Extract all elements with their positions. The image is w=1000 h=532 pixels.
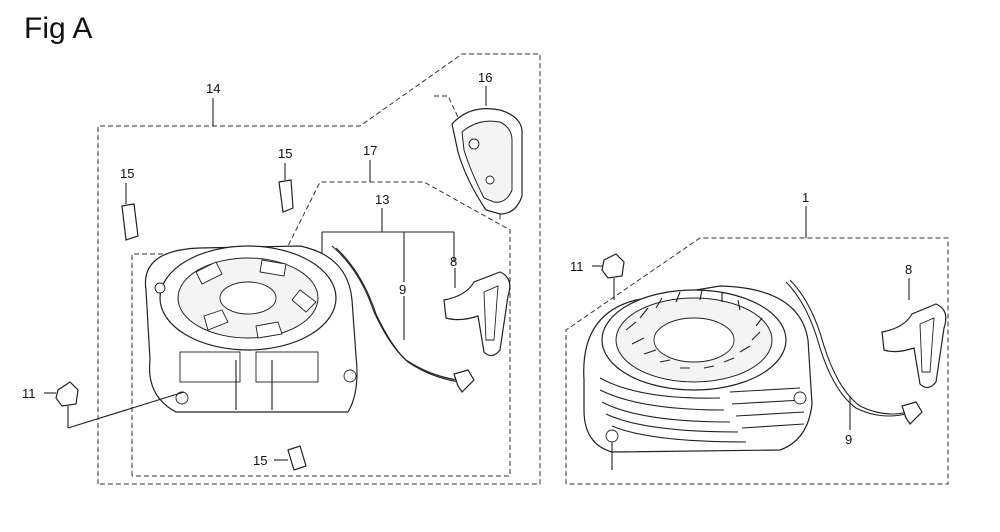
- figure-title: Fig A: [24, 12, 93, 45]
- callout-17: 17: [363, 143, 377, 158]
- callout-14: 14: [206, 81, 220, 96]
- part-8-handle-right: [881, 278, 947, 389]
- callout-9-right: 9: [845, 432, 852, 447]
- callout-11-right: 11: [570, 259, 584, 274]
- part-17-recoil-starter: [144, 245, 358, 413]
- assembly-17-frame: [131, 160, 511, 477]
- callout-15-upper: 15: [278, 146, 292, 161]
- part-1-recoil-starter-assembly: [583, 285, 813, 470]
- callout-8-right: 8: [905, 262, 912, 277]
- part-11-bolt-right: [592, 253, 625, 300]
- starter-vent-slots: [625, 289, 763, 369]
- assembly-14-frame: [97, 53, 541, 485]
- part-8-handle-left: [443, 268, 511, 357]
- callout-8-left: 8: [450, 254, 457, 269]
- callout-11-left: 11: [22, 386, 36, 401]
- part-9-rope-right: [785, 279, 923, 430]
- callout-15-bottom: 15: [253, 453, 267, 468]
- callout-15-left: 15: [120, 166, 134, 181]
- part-9-rope-left: [331, 245, 475, 393]
- part-15-clip-bottom: [274, 445, 307, 471]
- callout-1: 1: [802, 190, 809, 205]
- callout-16: 16: [478, 70, 492, 85]
- assembly-1-frame: [565, 206, 949, 485]
- part-15-clip-upper: [278, 163, 294, 213]
- callout-9-left: 9: [399, 282, 406, 297]
- part-15-clip-left: [121, 183, 139, 241]
- callout-13: 13: [375, 192, 389, 207]
- part-16-handle-cover: [434, 86, 523, 222]
- part-11-bolt-left: [44, 381, 185, 429]
- starter-side-fins: [599, 377, 805, 443]
